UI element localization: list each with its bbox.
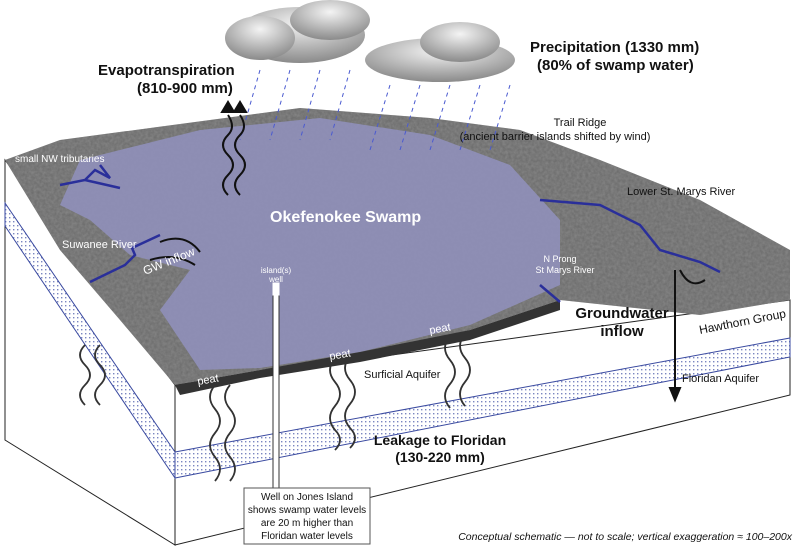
svg-text:Leakage to Floridan(130-220 mm: Leakage to Floridan(130-220 mm) [374, 432, 506, 465]
caption: Conceptual schematic — not to scale; ver… [458, 531, 793, 543]
rain-lines [239, 69, 511, 151]
n-prong-sub: St Marys River [535, 265, 594, 275]
suwanee-river [89, 233, 161, 284]
swamp-label: Okefenokee Swamp [270, 209, 421, 226]
hawthorn-band-front [174, 337, 791, 479]
trail-ridge-label: Trail Ridge [554, 117, 607, 129]
peat-label: peat [328, 347, 351, 363]
peat-layer [175, 300, 560, 395]
leakage-sub: (130-220 mm) [395, 449, 485, 465]
well-note-line: Well on Jones Island [261, 492, 353, 503]
leakage-arrows [79, 333, 471, 482]
et-sub: (810-900 mm) [137, 80, 233, 97]
suwanee-label: Suwanee River [62, 239, 137, 251]
peat-label: peat [196, 372, 219, 388]
cloud-icon [225, 0, 515, 82]
swamp-area [60, 118, 560, 370]
well-note-line: are 20 m higher than [261, 518, 353, 529]
well-note-box [243, 487, 371, 545]
island-well-sub: well [268, 275, 283, 284]
svg-text:Precipitation (1330 mm)(80% of: Precipitation (1330 mm)(80% of swamp wat… [530, 39, 699, 74]
surficial-label: Surficial Aquifer [364, 369, 441, 381]
trail-ridge-sub: (ancient barrier islands shifted by wind… [460, 131, 651, 143]
groundwater-inflow-label: Groundwater [575, 305, 669, 322]
well-note-line: Floridan water levels [261, 531, 353, 542]
front-face [174, 299, 791, 546]
svg-text:Evapotranspiration(810-900 mm): Evapotranspiration(810-900 mm) [98, 62, 235, 97]
lower-st-marys-label: Lower St. Marys River [627, 186, 736, 198]
precipitation-sub: (80% of swamp water) [537, 57, 694, 74]
groundwater-inflow-sub: inflow [600, 323, 644, 340]
st-marys-river [539, 198, 721, 303]
n-prong-label: N Prong [543, 254, 576, 264]
nw-tributaries-river [59, 164, 121, 190]
precipitation-label: Precipitation (1330 mm) [530, 39, 699, 56]
well-note-line: shows swamp water levels [248, 505, 366, 516]
leakage-label: Leakage to Floridan [374, 432, 506, 448]
island-well-label: island(s) [261, 266, 292, 275]
svg-text:Trail Ridge(ancient barrier is: Trail Ridge (ancient barrier islands shif… [460, 117, 651, 143]
peat-label: peat [428, 321, 451, 337]
island-well [272, 282, 280, 489]
gw-inflow-arrows [149, 237, 706, 403]
svg-text:island(s)well: island(s)well [261, 266, 292, 284]
floridan-label: Floridan Aquifer [682, 373, 759, 385]
nw-tributaries-label: small NW tributaries [15, 154, 104, 165]
evapotranspiration-arrows [220, 100, 248, 196]
et-label: Evapotranspiration [98, 62, 235, 79]
